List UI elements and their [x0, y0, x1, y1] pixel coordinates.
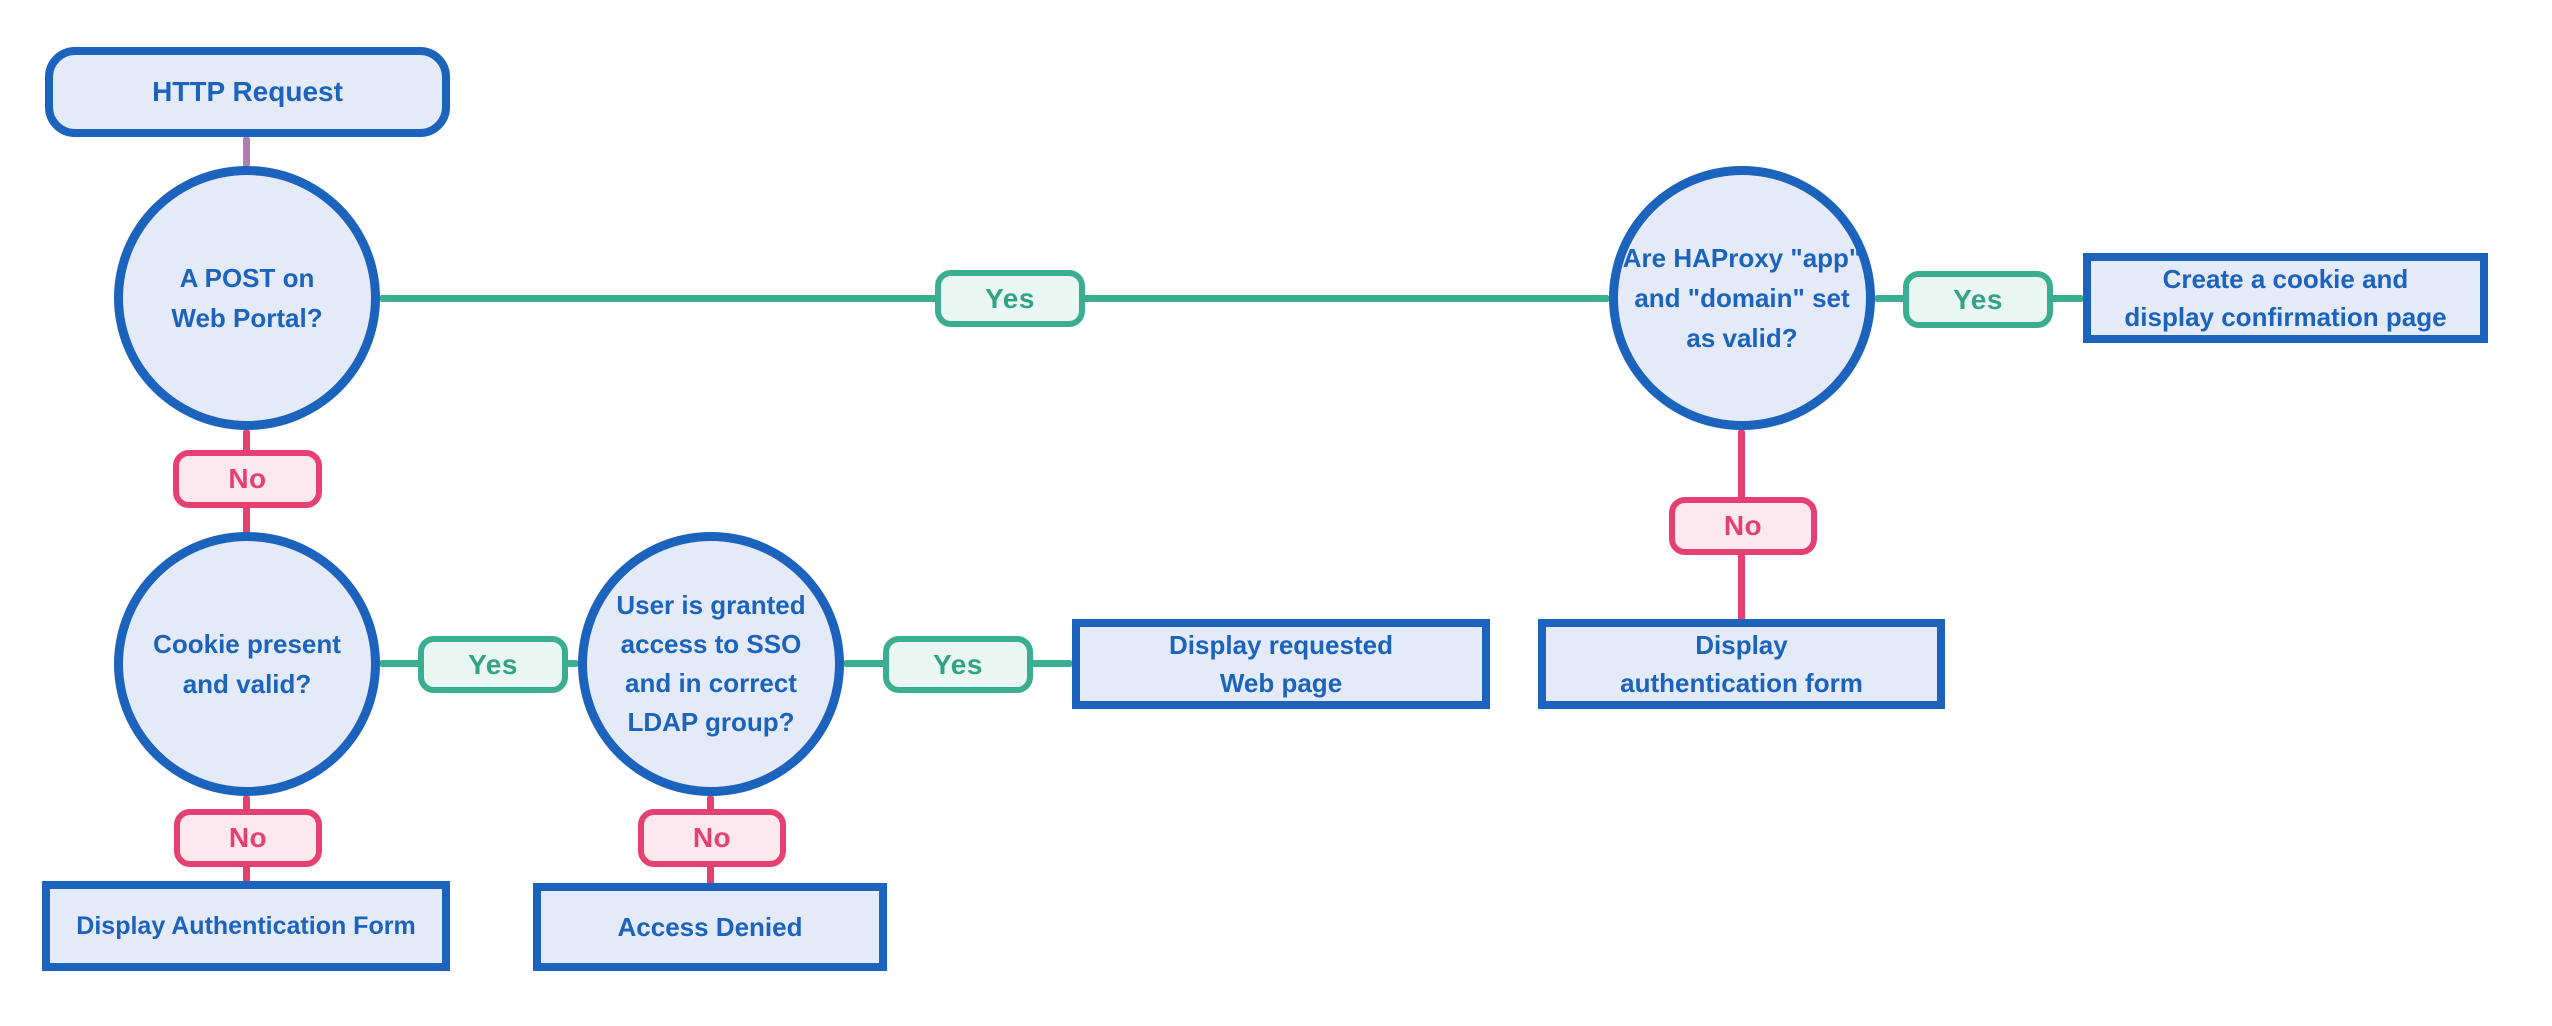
badge-no-haproxy-to-display-auth-form-2: No — [1669, 497, 1817, 555]
badge-no-ldap-to-access-denied: No — [638, 809, 786, 867]
badge-label: No — [228, 463, 267, 494]
node-label: Cookie present and valid? — [153, 629, 341, 699]
node-label: Create a cookie and display confirmation… — [2124, 264, 2447, 332]
badge-label: Yes — [933, 648, 983, 680]
edge-http-request-to-post — [243, 137, 250, 167]
badge-label: Yes — [1953, 283, 2003, 315]
node-display-requested-web-page: Display requested Web page — [1072, 619, 1490, 709]
node-label: Are HAProxy "app" and "domain" set as va… — [1622, 243, 1862, 353]
node-label: HTTP Request — [152, 76, 343, 107]
node-display-authentication-form-2: Display authentication form — [1538, 619, 1945, 709]
badge-no-post-to-cookie: No — [173, 450, 322, 508]
node-display-authentication-form: Display Authentication Form — [42, 881, 450, 971]
node-question-cookie-valid: Cookie present and valid? — [114, 532, 380, 796]
badge-label: No — [1723, 510, 1763, 541]
node-create-cookie-confirmation: Create a cookie and display confirmation… — [2083, 253, 2488, 343]
node-question-post-web-portal: A POST on Web Portal? — [114, 166, 380, 430]
node-label: Display requested Web page — [1169, 630, 1393, 698]
node-label: Display Authentication Form — [76, 912, 416, 940]
node-label: User is granted access to SSO and in cor… — [616, 590, 806, 737]
badge-label: Yes — [985, 282, 1035, 314]
badge-yes-post-to-haproxy: Yes — [935, 270, 1085, 327]
badge-yes-cookie-to-ldap: Yes — [418, 636, 568, 693]
node-question-sso-ldap-group: User is granted access to SSO and in cor… — [578, 532, 844, 796]
node-label: Display authentication form — [1620, 630, 1863, 698]
node-question-haproxy-valid: Are HAProxy "app" and "domain" set as va… — [1609, 166, 1875, 430]
node-label: A POST on Web Portal? — [171, 263, 323, 333]
badge-label: Yes — [468, 648, 518, 680]
badge-yes-haproxy-to-create-cookie: Yes — [1903, 271, 2053, 328]
node-access-denied: Access Denied — [533, 883, 887, 971]
node-label: Access Denied — [617, 912, 803, 942]
badge-label: No — [228, 822, 268, 853]
badge-label: No — [692, 822, 732, 853]
badge-no-cookie-to-display-auth-form: No — [174, 809, 322, 867]
node-http-request: HTTP Request — [45, 47, 450, 137]
badge-yes-ldap-to-display-requested: Yes — [883, 636, 1033, 693]
